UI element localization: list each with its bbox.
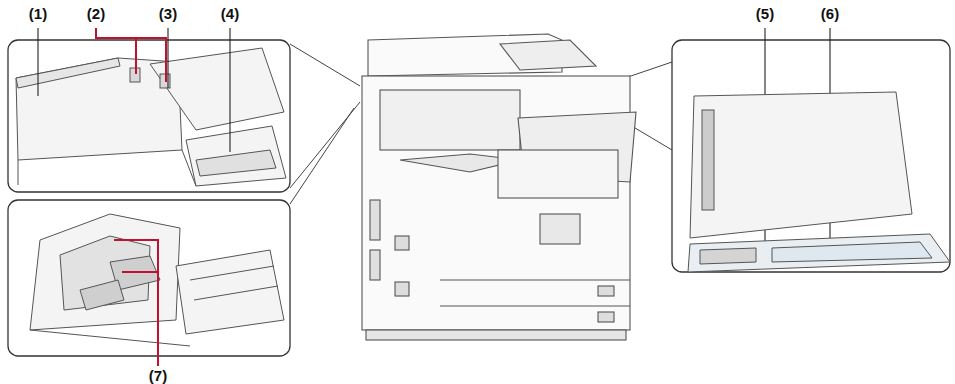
copier-body [370, 250, 380, 280]
adf-open-closeup [30, 330, 190, 346]
callout-bracket [136, 38, 166, 82]
callout-number: (7) [149, 368, 167, 384]
callout-number: (3) [159, 6, 177, 22]
callout-number: (5) [756, 6, 774, 22]
copier-body [598, 312, 614, 322]
glass-closeup [688, 92, 950, 272]
copier-body [500, 40, 596, 70]
copier-body [598, 286, 614, 296]
callout-number: (1) [29, 6, 47, 22]
inset-frame [8, 200, 290, 356]
copier-body [395, 282, 409, 296]
copier-body [370, 200, 380, 240]
adf-closeup [150, 48, 284, 130]
adf-closeup [196, 150, 276, 176]
callout-leader [37, 28, 38, 96]
glass-closeup [690, 92, 912, 238]
copier-body [366, 330, 626, 340]
inset-frame [672, 40, 950, 272]
adf-open-closeup [80, 280, 124, 310]
inset-connector [290, 44, 360, 86]
adf-open-closeup [190, 266, 274, 280]
copier-body [362, 34, 636, 340]
glass-closeup [688, 234, 950, 272]
adf-closeup [16, 58, 120, 88]
callout-bracket [122, 271, 158, 273]
inset-frame [8, 40, 950, 356]
callout-bracket [114, 240, 158, 366]
inset-connector [290, 108, 354, 204]
inset-frame [8, 40, 290, 192]
callout-bracket [96, 28, 166, 366]
adf-open-closeup [176, 250, 284, 334]
adf-closeup [186, 126, 286, 186]
copier-body [395, 236, 409, 250]
glass-closeup [700, 248, 756, 264]
adf-open-closeup [194, 286, 278, 300]
callout-number: (6) [821, 6, 839, 22]
callout-number: (2) [87, 6, 105, 22]
copier-body [498, 150, 618, 198]
glass-closeup [772, 242, 932, 262]
adf-closeup [16, 48, 286, 186]
adf-closeup [182, 150, 196, 186]
callout-leader [229, 28, 230, 152]
callout-leader [167, 28, 168, 88]
copier-body [440, 279, 630, 280]
copier-body [380, 90, 520, 150]
copier-body [540, 214, 580, 244]
callout-bracket [96, 28, 136, 74]
adf-closeup [18, 160, 19, 185]
glass-closeup [702, 110, 714, 210]
copier-body [440, 305, 630, 306]
callout-number: (4) [221, 6, 239, 22]
